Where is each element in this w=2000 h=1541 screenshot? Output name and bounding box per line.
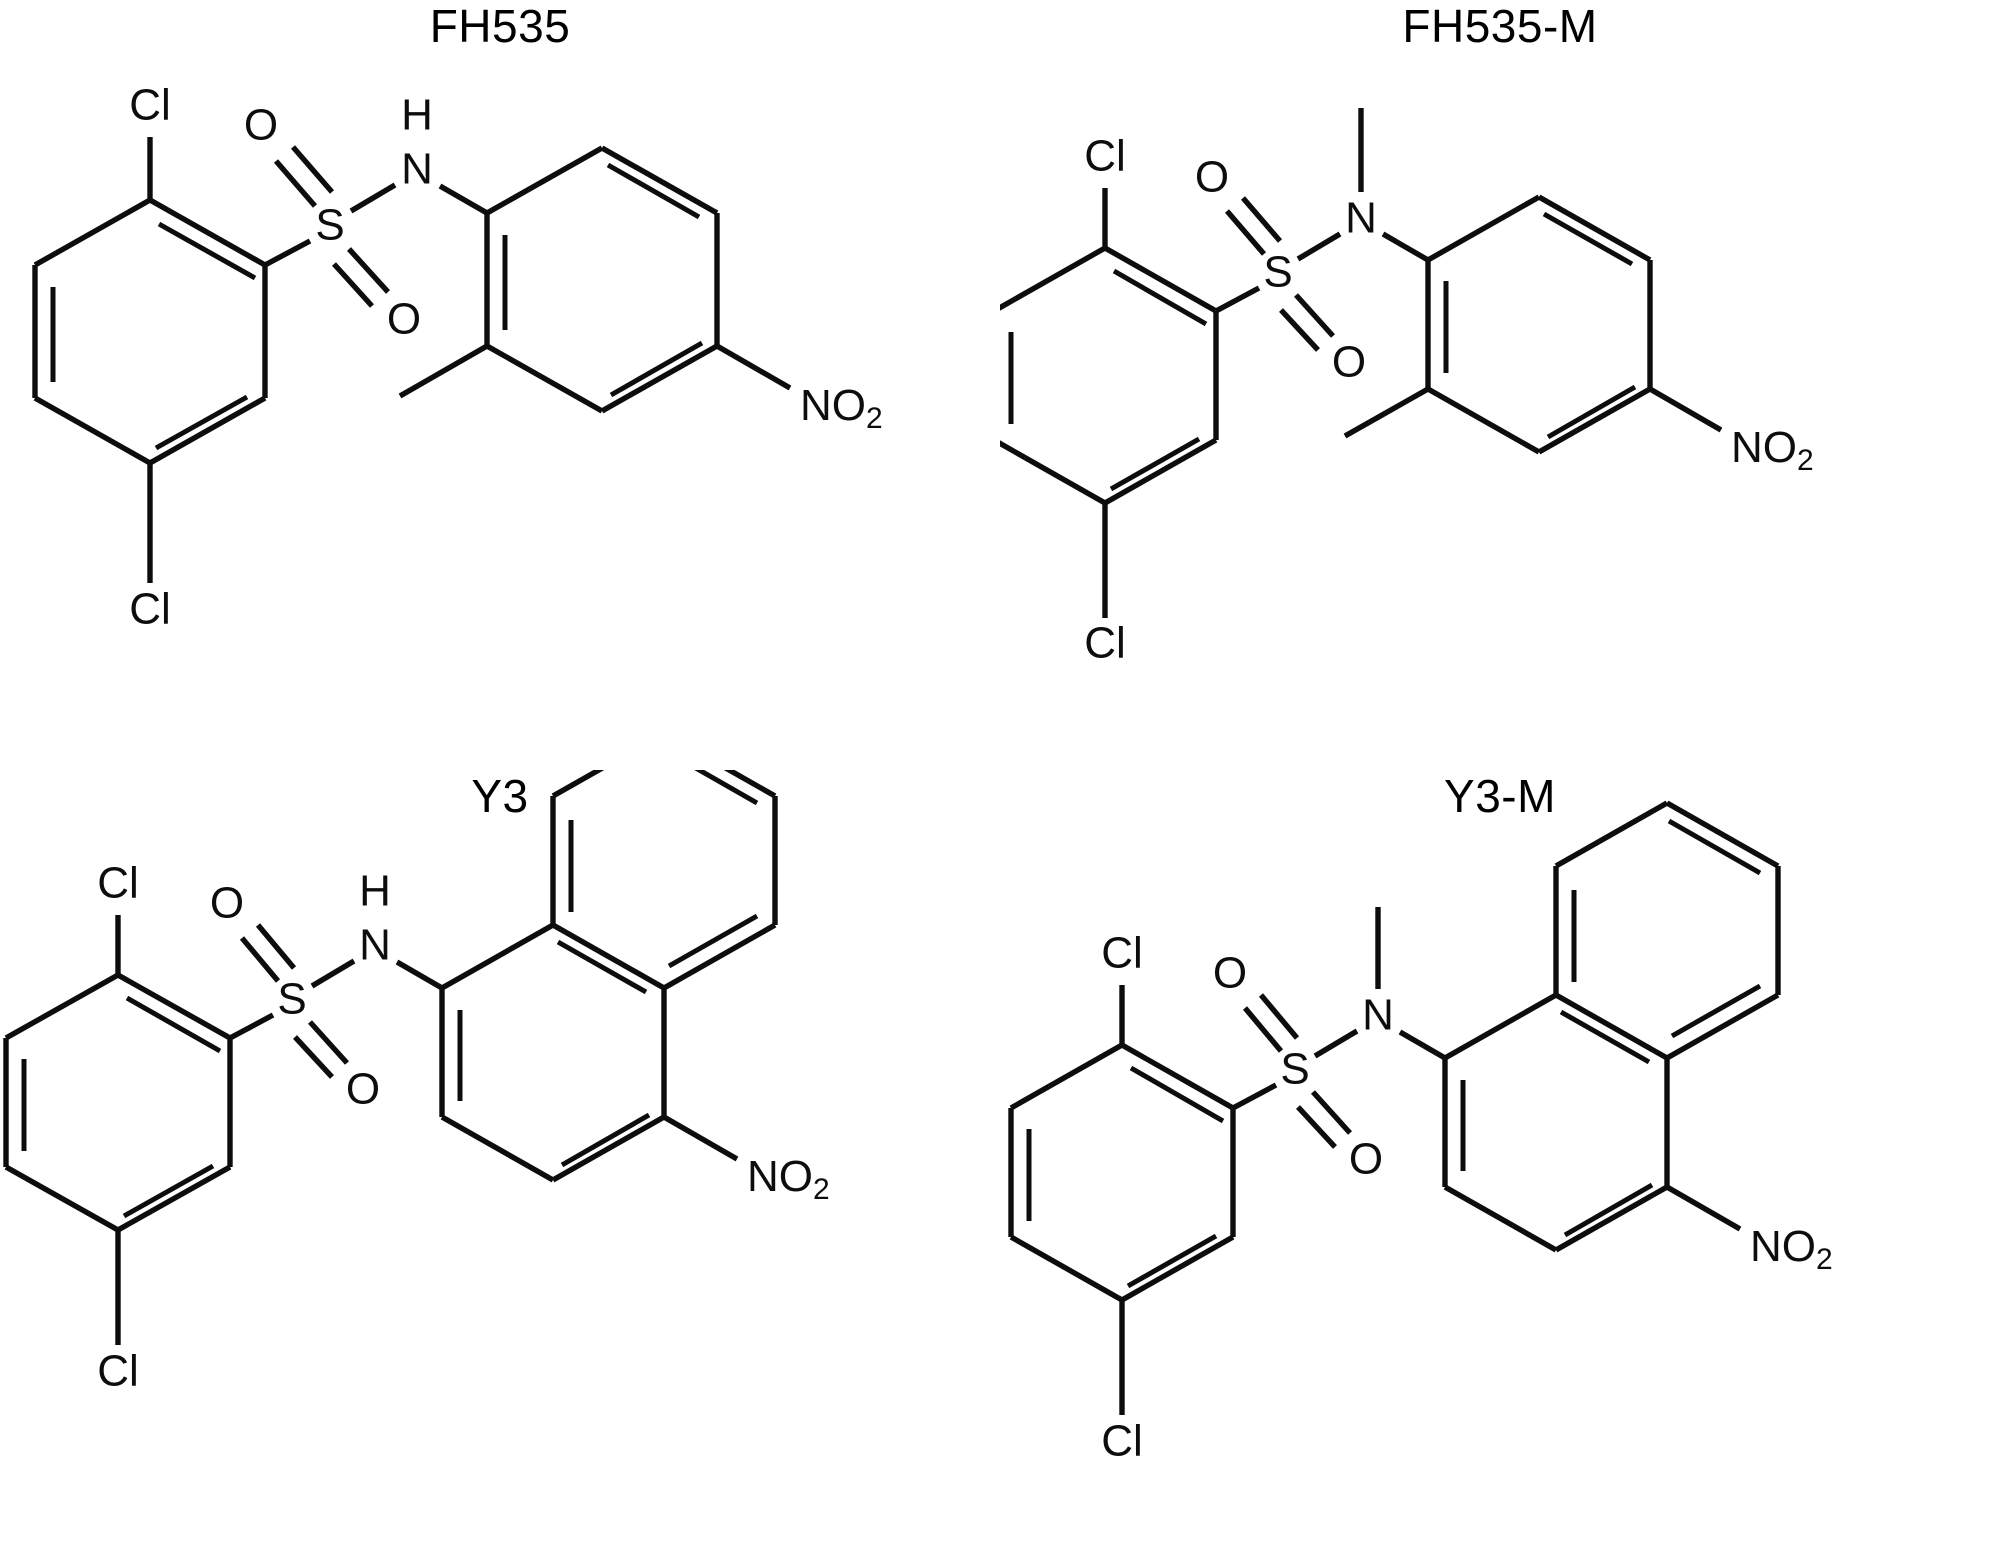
atom-label-nitrogen-y3: N [359, 921, 391, 970]
atom-label-sulfur-y3: S [277, 975, 306, 1024]
sulfonyl-oxygen-lower-y3m [1296, 1090, 1353, 1149]
atom-label-nitrogen-y3m: N [1362, 991, 1394, 1040]
bond-nitrogen-to-naphthyl-y3 [395, 959, 444, 991]
sulfonyl-oxygen-upper-y3 [239, 923, 297, 983]
atom-label-sulfur-fh535: S [315, 201, 344, 250]
nitrotoluene-ring-fh535 [484, 145, 720, 414]
bond-ring-to-sulfur-fh535 [263, 238, 312, 268]
panel-title-fh535: FH535 [429, 0, 571, 52]
atom-label-hydrogen-y3: H [359, 867, 391, 916]
dichlorophenyl-ring-y3m [1008, 1042, 1236, 1303]
structure-panel-fh535m: FH535-M Cl Cl S O [1000, 0, 2000, 770]
atom-label-nitrogen-fh535m: N [1345, 194, 1377, 243]
atom-label-o-top-fh535: O [244, 101, 278, 150]
structure-panel-y3: Y3 Cl Cl S O [0, 770, 1000, 1540]
atom-label-nitro-fh535m: NO2 [1731, 423, 1814, 477]
structure-panel-y3m: Y3-M Cl Cl S O [1000, 770, 2000, 1540]
sulfonyl-oxygen-upper-y3m [1242, 993, 1300, 1053]
atom-label-sulfur-y3m: S [1280, 1045, 1309, 1094]
nitrotoluene-ring-fh535m [1425, 194, 1653, 455]
bond-to-nitro-fh535m [1648, 386, 1723, 433]
sulfonyl-oxygen-upper-fh535 [273, 145, 335, 208]
panel-title-y3: Y3 [471, 770, 529, 822]
atom-label-hydrogen-fh535: H [401, 91, 433, 140]
sulfonyl-oxygen-lower-y3 [293, 1020, 350, 1079]
atom-label-cl-bottom-fh535: Cl [129, 585, 171, 634]
atom-label-o-top-y3m: O [1213, 949, 1247, 998]
sulfonyl-oxygen-upper-fh535m [1224, 196, 1283, 256]
atom-label-cl-top-fh535m: Cl [1084, 132, 1126, 181]
structure-drawing-fh535m: Cl Cl S O O N [1000, 108, 1814, 668]
atom-label-cl-top-y3m: Cl [1101, 929, 1143, 978]
bond-to-nitro-y3 [662, 1114, 739, 1162]
atom-label-o-bottom-y3m: O [1349, 1135, 1383, 1184]
naphthalene-right-ring-y3m [1553, 800, 1781, 1061]
atom-label-cl-bottom-y3: Cl [97, 1347, 139, 1396]
structure-drawing-fh535: Cl Cl S O O N H [32, 81, 883, 634]
atom-label-o-top-fh535m: O [1195, 153, 1229, 202]
atom-label-o-bottom-fh535: O [387, 295, 421, 344]
atom-label-o-bottom-fh535m: O [1332, 338, 1366, 387]
panel-title-fh535m: FH535-M [1402, 0, 1598, 52]
dichlorophenyl-ring-fh535 [32, 197, 268, 466]
bond-to-nitro-fh535 [715, 343, 792, 391]
atom-label-o-bottom-y3: O [346, 1065, 380, 1114]
bond-ring-to-sulfur-fh535m [1214, 285, 1261, 314]
atom-label-o-top-y3: O [210, 879, 244, 928]
atom-label-cl-top-y3: Cl [97, 859, 139, 908]
dichlorophenyl-ring-fh535m [1000, 245, 1219, 506]
bond-ring-to-sulfur-y3m [1231, 1082, 1278, 1111]
atom-label-cl-bottom-y3m: Cl [1101, 1417, 1143, 1466]
atom-label-nitro-y3m: NO2 [1750, 1222, 1833, 1276]
atom-label-nitro-fh535: NO2 [800, 381, 883, 435]
structure-drawing-y3: Cl Cl S O O N H [3, 770, 830, 1396]
atom-label-cl-bottom-fh535m: Cl [1084, 619, 1126, 668]
atom-label-sulfur-fh535m: S [1263, 248, 1292, 297]
bond-nitrogen-to-aryl-fh535m [1381, 231, 1430, 263]
bond-sulfur-to-nitrogen-fh535 [349, 182, 397, 214]
bond-ring-to-sulfur-y3 [228, 1012, 275, 1041]
bond-nitrogen-to-naphthyl-y3m [1398, 1029, 1447, 1061]
atom-label-nitro-y3: NO2 [747, 1152, 830, 1206]
bond-sulfur-to-nitrogen-y3 [310, 958, 356, 989]
structure-panel-fh535: FH535 Cl Cl S [0, 0, 1000, 770]
structure-drawing-y3m: Cl Cl S O O N [1008, 800, 1833, 1466]
naphthalene-left-ring-y3 [439, 922, 667, 1183]
naphthalene-right-ring-y3 [550, 770, 778, 991]
atom-label-nitrogen-fh535: N [401, 145, 433, 194]
sulfonyl-oxygen-lower-fh535 [331, 247, 390, 308]
bond-sulfur-to-nitrogen-fh535m [1296, 231, 1342, 262]
sulfonyl-oxygen-lower-fh535m [1279, 293, 1336, 352]
dichlorophenyl-ring-y3 [3, 972, 233, 1233]
bond-sulfur-to-nitrogen-y3m [1313, 1028, 1359, 1059]
atom-label-cl-top-fh535: Cl [129, 81, 171, 130]
methyl-group-fh535m [1343, 386, 1430, 439]
bond-to-nitro-y3m [1665, 1184, 1742, 1232]
bond-nitrogen-to-aryl-fh535 [438, 183, 489, 216]
methyl-group-fh535 [398, 343, 489, 399]
panel-title-y3m: Y3-M [1444, 770, 1556, 822]
naphthalene-left-ring-y3m [1442, 992, 1670, 1253]
